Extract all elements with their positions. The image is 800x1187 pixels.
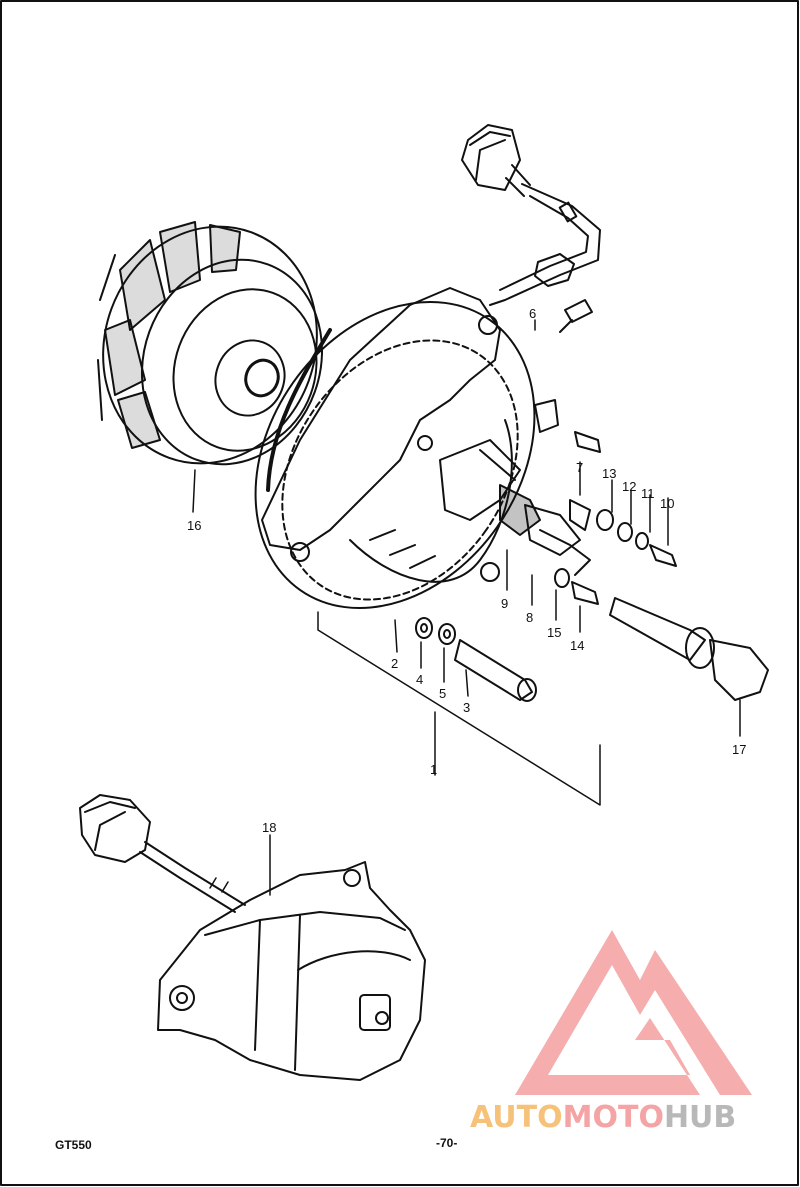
brush-holder-drawing xyxy=(439,399,591,576)
regulator-drawing xyxy=(79,794,426,1081)
callout-5: 5 xyxy=(439,686,446,701)
callout-13: 13 xyxy=(602,466,616,481)
callout-10: 10 xyxy=(660,496,674,511)
watermark-auto: AUTO xyxy=(470,1100,563,1135)
callout-15: 15 xyxy=(547,625,561,640)
callout-11: 11 xyxy=(641,486,655,501)
callout-14: 14 xyxy=(570,638,584,653)
callout-labels: 1 2 3 4 5 6 7 8 9 10 11 12 13 14 15 16 1… xyxy=(187,306,746,835)
callout-12: 12 xyxy=(622,479,636,494)
watermark-brand: AUTOMOTOHUB xyxy=(470,1100,795,1135)
callout-1: 1 xyxy=(430,762,437,777)
callout-18: 18 xyxy=(262,820,276,835)
page-number: -70- xyxy=(436,1136,458,1150)
callout-8: 8 xyxy=(526,610,533,625)
leader-lines xyxy=(192,319,741,896)
callout-6: 6 xyxy=(529,306,536,321)
callout-4: 4 xyxy=(416,672,423,687)
watermark-moto: MOTO xyxy=(562,1100,664,1135)
stator-housing-drawing xyxy=(254,287,536,609)
rotor-drawing xyxy=(97,221,324,466)
hardware-drawing xyxy=(415,299,769,702)
automotohub-logo-icon xyxy=(515,930,752,1095)
watermark-hub: HUB xyxy=(663,1100,737,1135)
callout-9: 9 xyxy=(501,596,508,611)
callout-7: 7 xyxy=(576,460,583,475)
callout-16: 16 xyxy=(187,518,201,533)
callout-17: 17 xyxy=(732,742,746,757)
stator-connector-drawing xyxy=(461,124,601,306)
model-label: GT550 xyxy=(55,1138,92,1152)
callout-3: 3 xyxy=(463,700,470,715)
callout-2: 2 xyxy=(391,656,398,671)
